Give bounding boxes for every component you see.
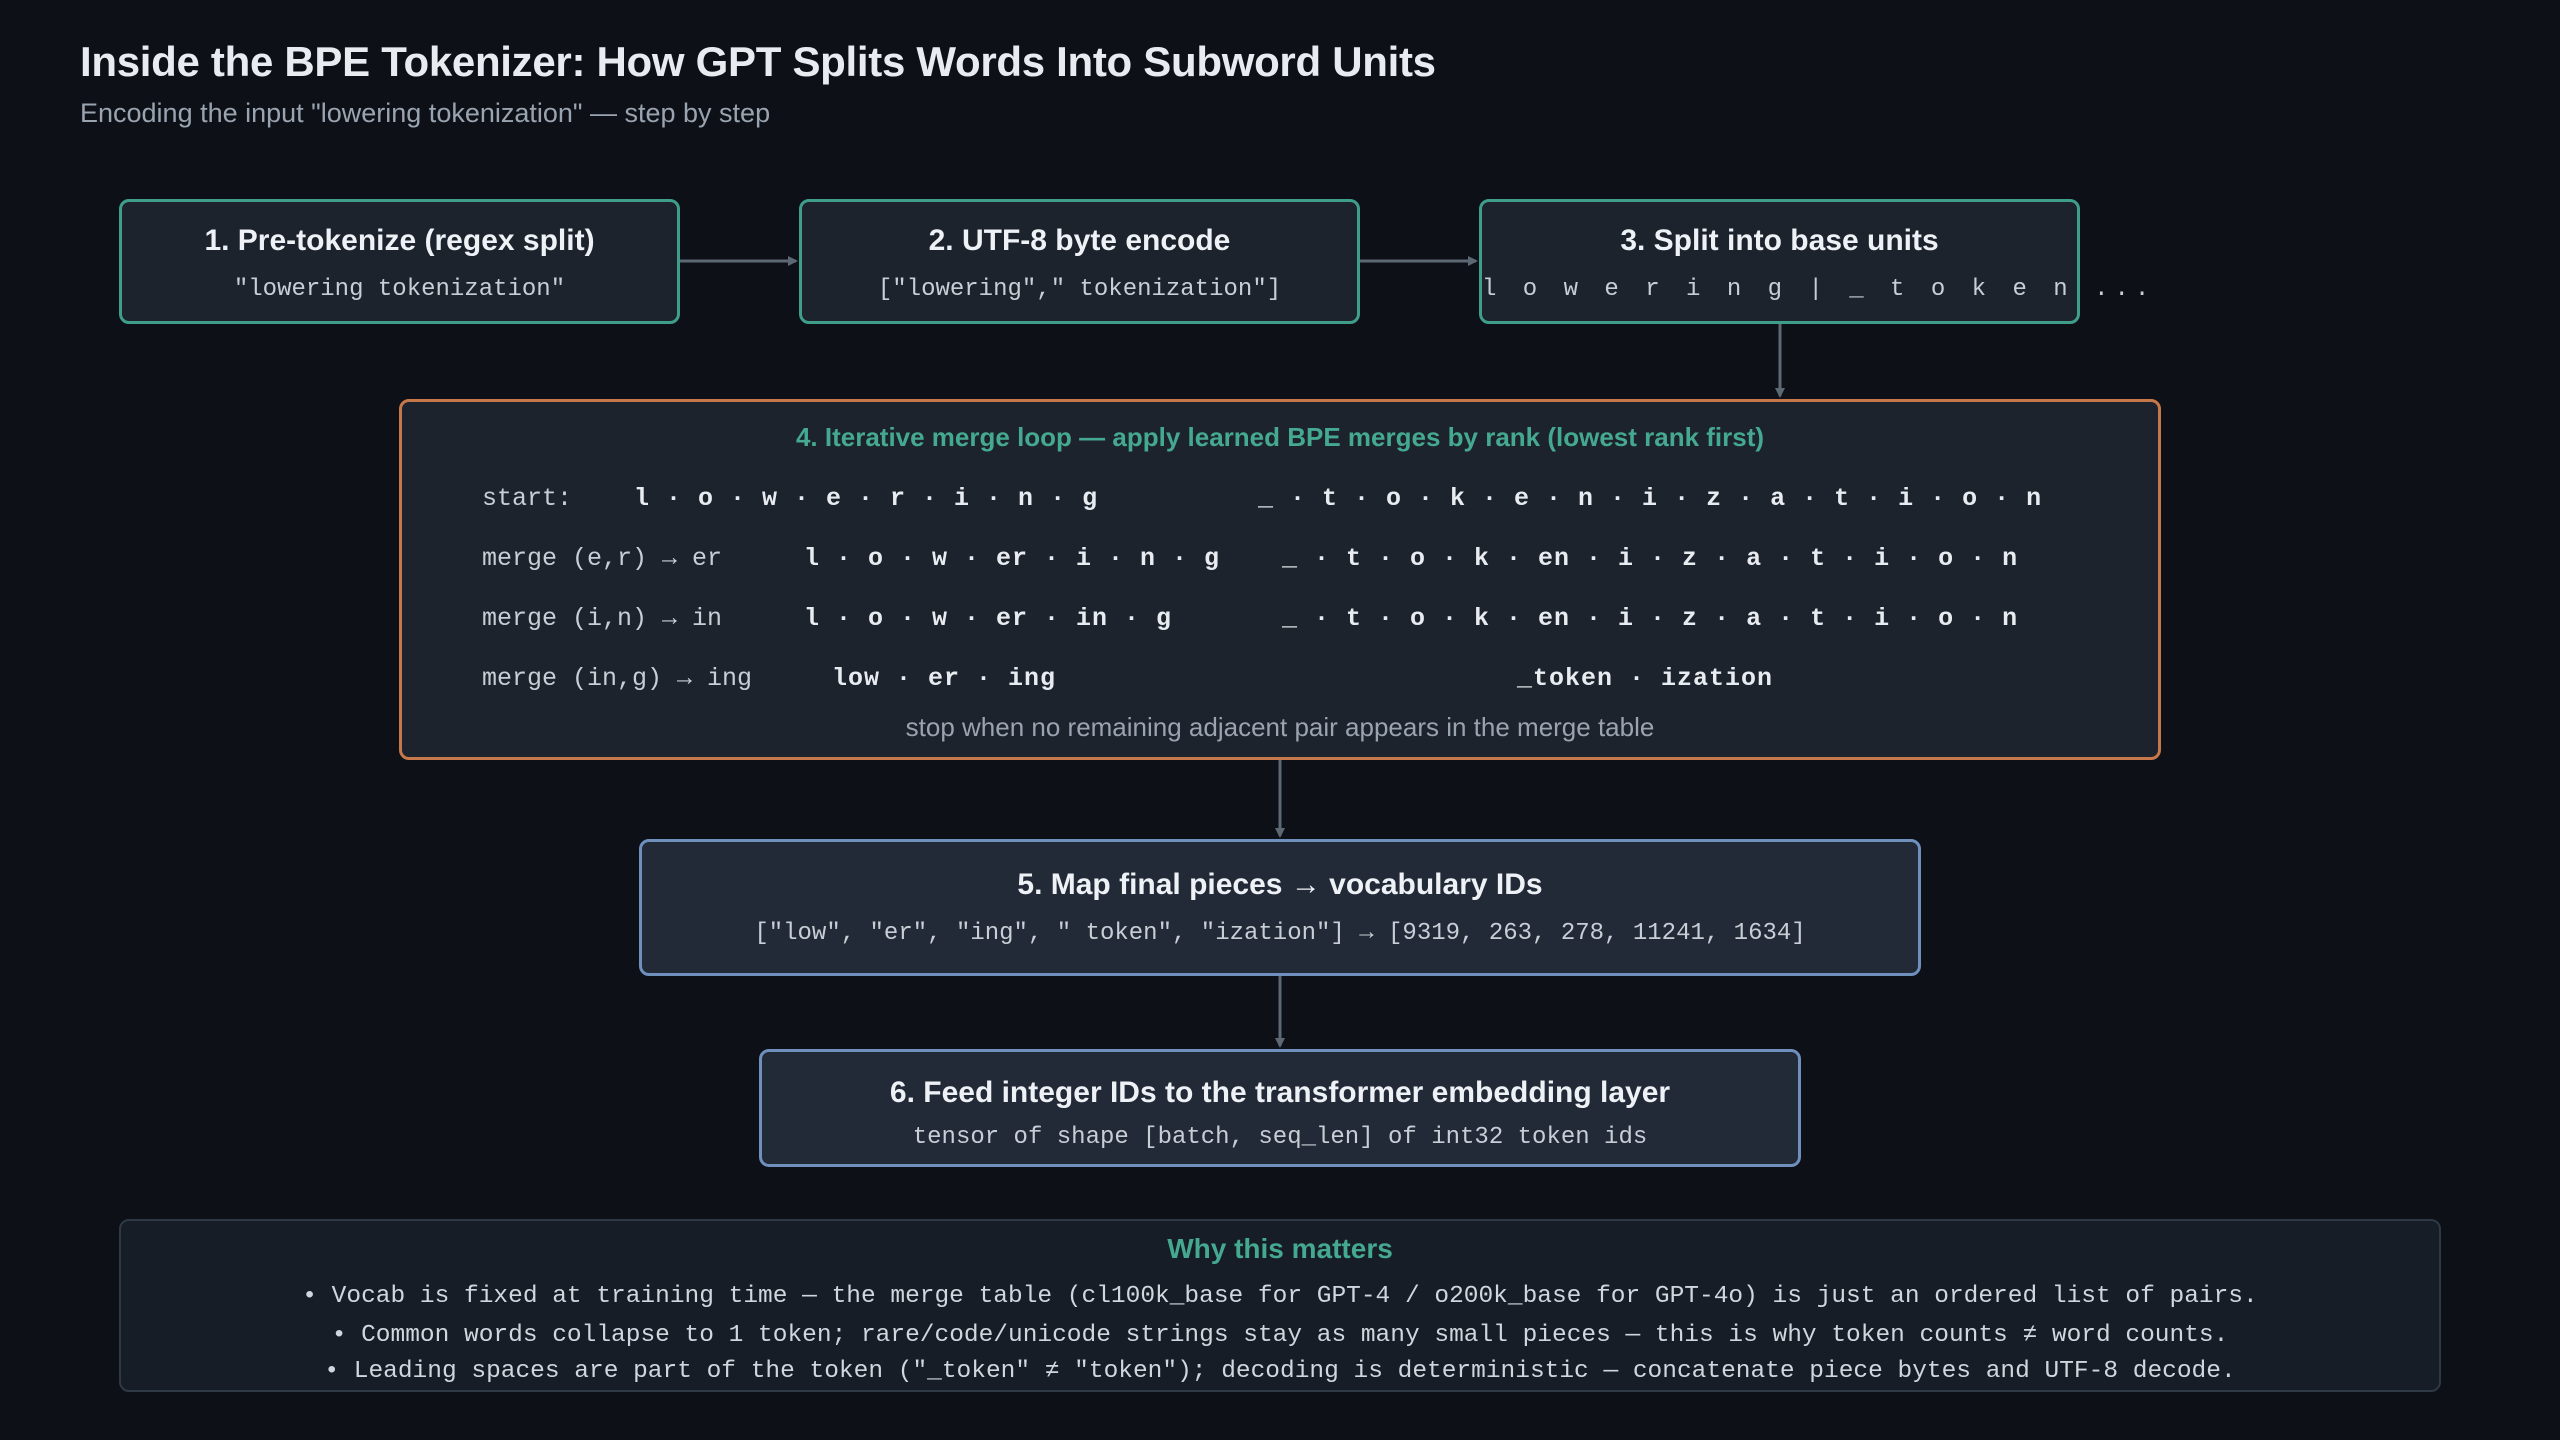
- step-1-detail: "lowering tokenization": [233, 276, 566, 303]
- why-bullet: • Leading spaces are part of the token (…: [324, 1358, 2236, 1385]
- step-2-detail: ["lowering"," tokenization"]: [877, 276, 1282, 303]
- step-5-vocab-ids: 5. Map final pieces → vocabulary IDs ["l…: [639, 839, 1921, 976]
- merge-row-right: _ · t · o · k · en · i · z · a · t · i ·…: [1282, 604, 2019, 633]
- merge-row-right: _ · t · o · k · e · n · i · z · a · t · …: [1258, 484, 2043, 513]
- step-3-base-units: 3. Split into base units l o w e r i n g…: [1479, 199, 2156, 324]
- why-bullet: • Common words collapse to 1 token; rare…: [331, 1322, 2229, 1349]
- merge-loop-note: stop when no remaining adjacent pair app…: [905, 712, 1655, 742]
- merge-row-right: _ · t · o · k · en · i · z · a · t · i ·…: [1282, 544, 2019, 573]
- step-5-detail: ["low", "er", "ing", " token", "ization"…: [754, 920, 1806, 947]
- merge-row-label: merge (e,r) → er: [482, 544, 723, 573]
- merge-row-label: merge (in,g) → ing: [482, 664, 753, 693]
- why-title: Why this matters: [1167, 1233, 1393, 1264]
- merge-row-label: start:: [482, 484, 573, 513]
- merge-row-left: l · o · w · er · i · n · g: [804, 544, 1221, 573]
- merge-row-left: low · er · ing: [832, 664, 1057, 693]
- step-6-title: 6. Feed integer IDs to the transformer e…: [889, 1076, 1671, 1109]
- step-2-utf8-encode: 2. UTF-8 byte encode ["lowering"," token…: [799, 199, 1360, 324]
- step-3-detail: l o w e r i n g | _ t o k e n ...: [1482, 276, 2156, 303]
- step-5-title: 5. Map final pieces → vocabulary IDs: [1017, 868, 1543, 901]
- merge-row-label: merge (i,n) → in: [482, 604, 723, 633]
- step-3-title: 3. Split into base units: [1620, 224, 1939, 257]
- step-4-merge-loop: 4. Iterative merge loop — apply learned …: [399, 399, 2161, 760]
- merge-loop-title: 4. Iterative merge loop — apply learned …: [795, 422, 1765, 452]
- merge-row-left: l · o · w · e · r · i · n · g: [634, 484, 1099, 513]
- step-1-title: 1. Pre-tokenize (regex split): [204, 224, 595, 257]
- step-6-embedding: 6. Feed integer IDs to the transformer e…: [759, 1049, 1801, 1167]
- page-title: Inside the BPE Tokenizer: How GPT Splits…: [80, 38, 1436, 85]
- step-6-detail: tensor of shape [batch, seq_len] of int3…: [912, 1124, 1648, 1151]
- step-1-pretokenize: 1. Pre-tokenize (regex split) "lowering …: [119, 199, 680, 324]
- why-bullet: • Vocab is fixed at training time — the …: [302, 1283, 2258, 1310]
- merge-row-right: _token · ization: [1517, 664, 1774, 693]
- step-2-title: 2. UTF-8 byte encode: [928, 224, 1231, 257]
- page-subtitle: Encoding the input "lowering tokenizatio…: [80, 98, 771, 128]
- why-this-matters-panel: Why this matters • Vocab is fixed at tra…: [119, 1219, 2441, 1392]
- merge-row-left: l · o · w · er · in · g: [804, 604, 1173, 633]
